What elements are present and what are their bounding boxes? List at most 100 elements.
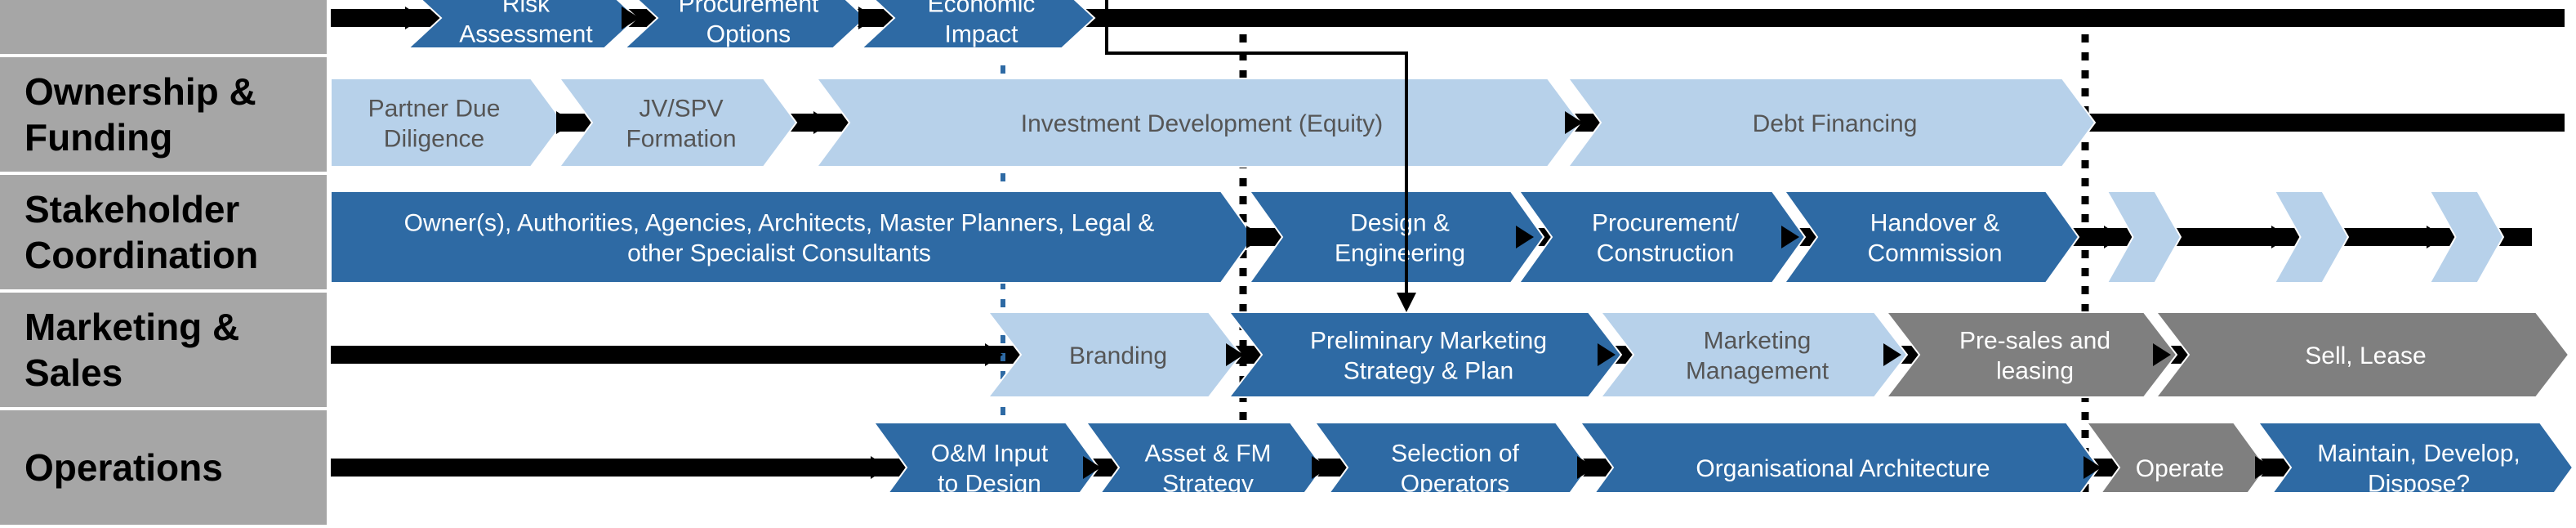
chevron-stakeholder-1: Owner(s), Authorities, Agencies, Archite…	[330, 190, 1255, 284]
chevron-label: Dispose?	[2368, 471, 2470, 493]
chevron-notch-arrow	[1883, 343, 1901, 366]
chevron-notch-arrow	[1598, 343, 1616, 366]
chevron-notch-arrow	[2153, 343, 2171, 366]
chevron-operations-1: O&M Input to Design	[871, 422, 1100, 493]
chevron-label: Impact	[944, 21, 1018, 48]
chevron-operations-3: Selection of Operators	[1312, 422, 1590, 493]
chevron-shape	[330, 190, 1255, 284]
chevron-notch-arrow	[2084, 456, 2101, 479]
chevron-shape	[872, 422, 1100, 492]
row-label-marketing: Marketing & Sales	[0, 293, 327, 410]
chevron-label: Branding	[1069, 342, 1167, 369]
chevron-marketing-1: Branding	[985, 311, 1243, 398]
chevron-label: Operate	[2136, 455, 2224, 482]
chevron-shape	[2257, 422, 2574, 492]
chevron-label: Construction	[1597, 240, 1734, 267]
chevron-notch-arrow	[2104, 226, 2122, 248]
chevron-notch-arrow	[1565, 111, 1583, 134]
chevron-label: Economic	[928, 0, 1036, 18]
chevron-shape	[859, 0, 1096, 49]
chevron-label: Formation	[626, 126, 736, 153]
chevron-shape	[330, 78, 565, 168]
chevron-marketing-4: Pre-sales and leasing	[1883, 311, 2178, 398]
chevron-shape	[2085, 422, 2268, 492]
chevron-label: O&M Input	[931, 441, 1049, 468]
chevron-label: JV/SPV	[639, 96, 723, 123]
chevron-notch-arrow	[1516, 226, 1534, 248]
chevron-notch-arrow	[405, 7, 423, 29]
chevron-label: Handover &	[1870, 210, 1999, 237]
chevron-ownership-2: JV/SPV Formation	[556, 78, 798, 168]
chevron-label: Investment Development (Equity)	[1021, 110, 1384, 137]
chevron-shape	[622, 0, 867, 49]
chevron-notch-arrow	[871, 456, 889, 479]
chevron-label: Preliminary Marketing	[1310, 328, 1547, 355]
chevron-notch-arrow	[2271, 226, 2289, 248]
connector-arrowhead	[1397, 293, 1416, 312]
process-diagram: RiskAssessmentProcurementOptionsEconomic…	[330, 0, 2574, 493]
chevron-label: Owner(s), Authorities, Agencies, Archite…	[404, 210, 1155, 237]
row-label-stakeholder: Stakeholder Coordination	[0, 175, 327, 293]
chevron-notch-arrow	[985, 343, 1003, 366]
chevron-stakeholder-7	[2427, 190, 2505, 284]
chevron-label: Selection of	[1391, 441, 1519, 468]
chevron-label: leasing	[1996, 358, 2074, 385]
chevron-shape	[1313, 422, 1590, 492]
chevron-shape	[1783, 190, 2080, 284]
chevron-notch-arrow	[1312, 456, 1330, 479]
chevron-ownership-3: Investment Development (Equity)	[813, 78, 1582, 168]
chevron-notch-arrow	[556, 111, 574, 134]
chevron-marketing-5: Sell, Lease	[2153, 311, 2570, 398]
chevron-shape	[1567, 78, 2097, 168]
chevron-notch-arrow	[858, 7, 876, 29]
chevron-stakeholder-2: Design &Engineering	[1246, 190, 1545, 284]
chevron-label: Pre-sales and	[1959, 328, 2110, 355]
chevron-notch-arrow	[2255, 456, 2273, 479]
chevron-notch-arrow	[622, 7, 640, 29]
chevron-shape	[2154, 311, 2570, 398]
chevron-label: other Specialist Consultants	[627, 240, 931, 267]
chevron-stakeholder-3: Procurement/Construction	[1516, 190, 1807, 284]
chevron-shape	[2106, 190, 2182, 284]
chevron-label: Maintain, Develop,	[2317, 441, 2520, 468]
chevron-label: Partner Due	[368, 96, 501, 123]
chevron-notch-arrow	[1577, 456, 1595, 479]
chevron-shape	[815, 78, 1582, 168]
chevron-shape	[986, 311, 1243, 398]
chevron-shape	[1227, 311, 1623, 398]
chevron-stakeholder-5	[2104, 190, 2182, 284]
chevron-label: Marketing	[1704, 328, 1812, 355]
chevron-ownership-4: Debt Financing	[1565, 78, 2097, 168]
chevron-label: Asset & FM	[1144, 441, 1271, 468]
chevron-label: Assessment	[459, 21, 593, 48]
chevron-label: Risk	[502, 0, 550, 18]
row-label-planning	[0, 0, 327, 57]
chevron-label: Operators	[1401, 471, 1509, 493]
chevron-shape	[558, 78, 798, 168]
chevron-shape	[2428, 190, 2505, 284]
chevron-label: Engineering	[1335, 240, 1465, 267]
chevron-label: Management	[1686, 358, 1829, 385]
chevron-operations-4: Organisational Architecture	[1577, 422, 2101, 492]
chevron-shape	[1518, 190, 1807, 284]
chevron-operations-6: Maintain, Develop, Dispose?	[2255, 422, 2574, 493]
chevron-operations-2: Asset & FM Strategy	[1083, 422, 1325, 493]
chevron-notch-arrow	[813, 111, 831, 134]
connector-line	[1105, 0, 1408, 298]
chevron-label: Strategy	[1162, 471, 1254, 493]
chevron-label: to Design	[938, 471, 1041, 493]
chevron-shape	[1884, 311, 2178, 398]
chevron-shape	[406, 0, 639, 49]
chevron-label: Commission	[1867, 240, 2002, 267]
chevron-label: Organisational Architecture	[1696, 455, 1990, 482]
chevron-label: Sell, Lease	[2305, 342, 2426, 369]
chevron-shape	[1598, 311, 1909, 398]
chevron-notch-arrow	[2427, 226, 2445, 248]
chevron-notch-arrow	[1781, 226, 1799, 248]
chevron-notch-arrow	[1246, 226, 1264, 248]
chevron-stakeholder-6	[2271, 190, 2350, 284]
